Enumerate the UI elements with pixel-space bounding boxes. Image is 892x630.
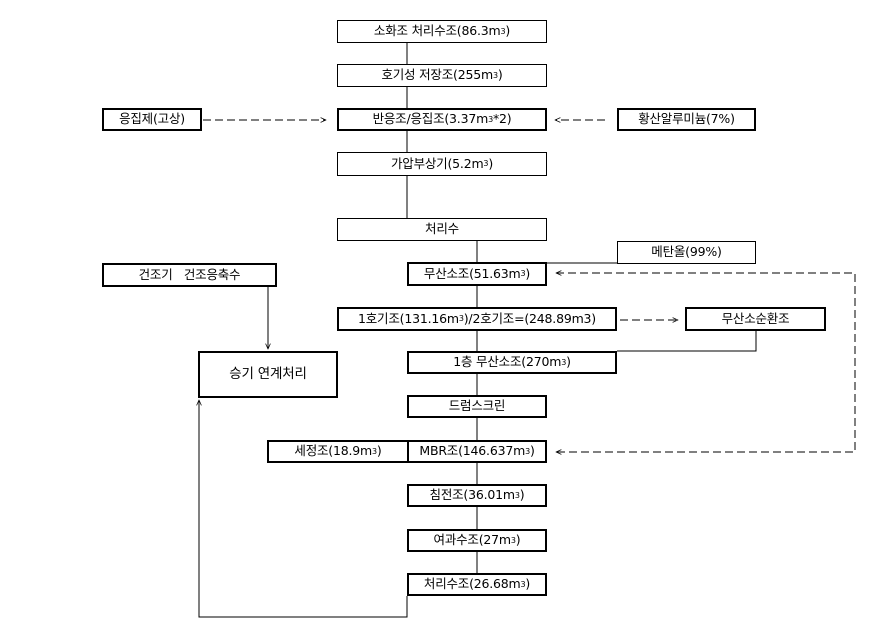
recirculation-return-line <box>617 331 757 352</box>
treated-water-label: 처리수 <box>425 221 459 237</box>
label-suffix: ) <box>515 532 521 548</box>
mbr-tank-label: MBR조(146.637m <box>419 443 526 459</box>
settling-tank-label: 침전조(36.01m <box>429 487 516 503</box>
aerobic-tanks-label: 1호기조(131.16m <box>358 310 459 326</box>
filtered-water-tank-label: 여과수조(27m <box>433 532 512 548</box>
anoxic-recirculation-box: 무산소순환조 <box>685 307 826 331</box>
coagulant-box: 응집제(고상) <box>102 108 202 131</box>
methanol-label: 메탄올(99%) <box>651 244 722 260</box>
label-suffix: ) <box>505 23 511 39</box>
label-suffix: ) <box>497 67 503 83</box>
treated-water-box: 처리수 <box>337 218 547 241</box>
label-suffix: ) <box>525 265 531 281</box>
aerobic-storage-tank-label: 호기성 저장조(255m <box>381 67 493 83</box>
label-suffix: ) <box>488 155 493 171</box>
methanol-box: 메탄올(99%) <box>617 241 756 264</box>
linked-treatment-label: 승기 연계처리 <box>229 365 307 382</box>
final-return-line <box>199 400 408 618</box>
aluminum-sulfate-label: 황산알루미늄(7%) <box>638 111 735 127</box>
drum-screen-box: 드럼스크린 <box>407 395 547 418</box>
final-treated-water-tank-label: 처리수조(26.68m <box>423 576 521 592</box>
linked-treatment-box: 승기 연계처리 <box>198 351 338 398</box>
cleaning-tank-label: 세정조(18.9m <box>294 443 372 459</box>
mbr-to-anoxic-dashed-loop <box>556 273 856 452</box>
anoxic-tank-label: 무산소조(51.63m <box>423 265 521 281</box>
label-suffix: )/2호기조=(248.89m3) <box>463 310 596 326</box>
label-suffix: ) <box>525 576 531 592</box>
drum-screen-label: 드럼스크린 <box>448 398 506 414</box>
aluminum-sulfate-box: 황산알루미늄(7%) <box>617 108 756 131</box>
label-suffix: ) <box>519 487 525 503</box>
dryer-label: 건조기 건조응축수 <box>138 266 241 282</box>
coagulant-label: 응집제(고상) <box>119 111 185 127</box>
pressure-flotation-label: 가압부상기(5.2m <box>390 155 484 171</box>
label-suffix: ) <box>566 354 571 370</box>
anoxic-recirculation-label: 무산소순환조 <box>721 310 790 326</box>
reaction-coagulation-tank-label: 반응조/응집조(3.37m <box>372 111 489 127</box>
sodium-treatment-tank-label: 소화조 처리수조(86.3m <box>373 23 501 39</box>
first-anoxic-tank-label: 1층 무산소조(270m <box>453 354 562 370</box>
label-suffix: ) <box>376 443 382 459</box>
label-suffix: *2) <box>492 111 512 127</box>
label-suffix: ) <box>529 443 535 459</box>
dryer-box: 건조기 건조응축수 <box>102 263 277 287</box>
